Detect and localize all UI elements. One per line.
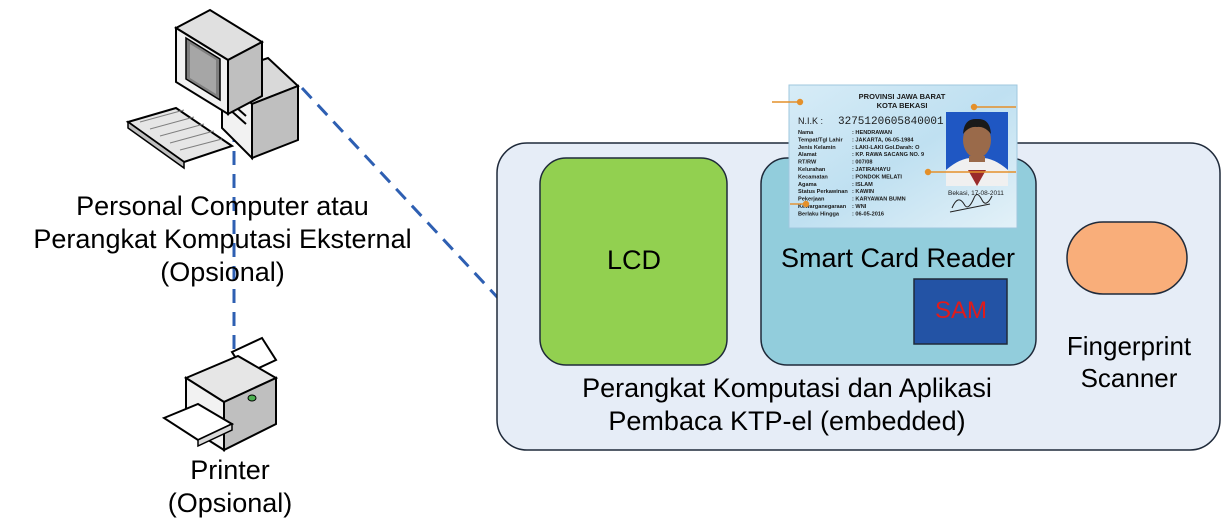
pc-label-line-1: Personal Computer atau xyxy=(76,191,369,221)
computing-label-line-2: Pembaca KTP-el (embedded) xyxy=(608,406,966,436)
personal-computer-icon xyxy=(125,8,300,170)
sam-label: SAM xyxy=(934,297,987,324)
ktp-field-label: Kewarganegaraan xyxy=(798,204,847,210)
ktp-field-value: : KARYAWAN BUMN xyxy=(852,197,906,203)
ktp-field-value: : KAWIN xyxy=(852,189,874,195)
ktp-field-value: : KP. RAWA SACANG NO. 9 xyxy=(852,152,924,158)
ktp-field-label: Berlaku Hingga xyxy=(798,211,840,217)
ktp-nik-label: N.I.K : xyxy=(798,116,823,126)
pc-label-line-2: Perangkat Komputasi Eksternal xyxy=(33,224,412,254)
ktp-field-label: Jenis Kelamin xyxy=(798,145,836,151)
ktp-city: KOTA BEKASI xyxy=(877,101,928,110)
ktp-field-label: RT/RW xyxy=(798,160,817,166)
ktp-field-value: : HENDRAWAN xyxy=(852,130,892,136)
computing-device-label: Perangkat Komputasi dan Aplikasi Pembaca… xyxy=(500,372,1074,438)
ktp-field-value: : ISLAM xyxy=(852,182,873,188)
ktp-province: PROVINSI JAWA BARAT xyxy=(859,92,946,101)
fingerprint-label-line-2: Scanner xyxy=(1080,363,1178,393)
ktp-photo xyxy=(946,112,1008,186)
fingerprint-label-line-1: Fingerprint xyxy=(1066,331,1192,361)
smart-card-reader-label: Smart Card Reader xyxy=(780,243,1016,273)
printer-label: Printer (Opsional) xyxy=(130,454,330,520)
lcd-label: LCD xyxy=(606,245,661,275)
fingerprint-scanner-shape xyxy=(1066,221,1188,295)
ktp-field-value: : 06-05-2016 xyxy=(852,211,884,217)
printer-label-line-1: Printer xyxy=(190,455,270,485)
ktp-field-value: : PONDOK MELATI xyxy=(852,174,902,180)
connector-pc-to-device xyxy=(300,86,500,300)
ktp-card-image: PROVINSI JAWA BARAT KOTA BEKASI N.I.K : … xyxy=(772,84,1018,229)
ktp-field-label: Kelurahan xyxy=(798,167,826,173)
ktp-field-value: : LAKI-LAKI Gol.Darah: O xyxy=(852,145,920,151)
ktp-signature xyxy=(949,194,993,213)
printer-icon xyxy=(161,336,279,452)
fingerprint-scanner-label: Fingerprint Scanner xyxy=(1040,330,1218,394)
ktp-field-value: : JATIRAHAYU xyxy=(852,167,891,173)
ktp-field-value: : WNI xyxy=(852,204,867,210)
ktp-field-value: : 007/08 xyxy=(852,160,873,166)
sam-box xyxy=(913,278,1008,345)
ktp-field-label: Alamat xyxy=(798,152,817,158)
ktp-field-label: Pekerjaan xyxy=(798,197,825,203)
personal-computer-label: Personal Computer atau Perangkat Komputa… xyxy=(0,190,445,289)
pc-label-line-3: (Opsional) xyxy=(160,257,285,287)
ktp-field-label: Kecamatan xyxy=(798,174,828,180)
ktp-field-label: Nama xyxy=(798,130,814,136)
ktp-field-label: Status Perkawinan xyxy=(798,189,848,195)
ktp-field-label: Agama xyxy=(798,182,818,188)
ktp-nik: 3275120605840001 xyxy=(838,116,944,128)
ktp-field-label: Tempat/Tgl Lahir xyxy=(798,137,843,143)
lcd-box xyxy=(539,157,728,366)
ktp-issued: Bekasi, 17-08-2011 xyxy=(948,190,1004,197)
printer-label-line-2: (Opsional) xyxy=(167,488,293,518)
ktp-fields: Nama : HENDRAWAN Tempat/Tgl Lahir : JAKARTA… xyxy=(798,130,924,217)
computing-label-line-1: Perangkat Komputasi dan Aplikasi xyxy=(582,373,992,403)
ktp-field-value: : JAKARTA, 06-05-1984 xyxy=(852,137,914,143)
